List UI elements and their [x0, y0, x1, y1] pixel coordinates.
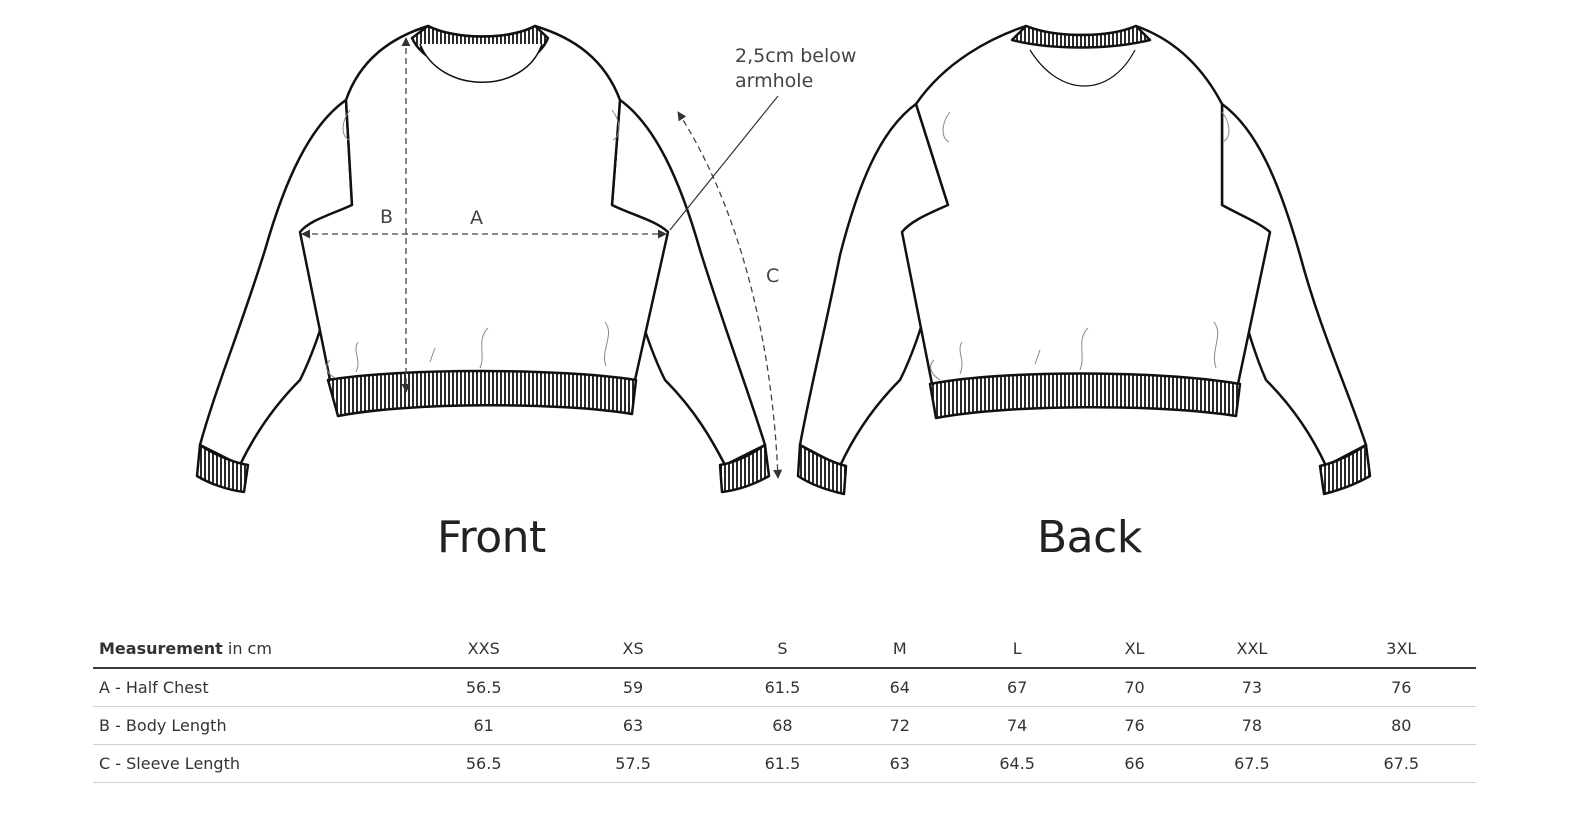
front-view-label: Front	[437, 512, 546, 563]
table-cell: 70	[1091, 668, 1178, 707]
armhole-annotation: 2,5cm below armhole	[735, 44, 885, 94]
size-header-s: S	[707, 629, 858, 669]
table-cell: 67	[942, 668, 1092, 707]
row-label: C - Sleeve Length	[93, 744, 409, 783]
annotation-line-2: armhole	[735, 70, 814, 92]
measurement-header: Measurement in cm	[93, 629, 409, 669]
table-cell: 63	[857, 744, 943, 783]
back-sweatshirt-drawing	[796, 24, 1372, 496]
table-row: A - Half Chest 56.5 59 61.5 64 67 70 73 …	[93, 668, 1476, 707]
table-cell: 73	[1177, 668, 1327, 707]
table-cell: 68	[707, 706, 858, 745]
table-cell: 56.5	[409, 668, 559, 707]
table-cell: 66	[1091, 744, 1178, 783]
back-view-label: Back	[1037, 512, 1142, 563]
measurement-header-bold: Measurement	[99, 638, 223, 658]
table-cell: 67.5	[1326, 744, 1476, 783]
back-hem-rib	[928, 372, 1242, 420]
back-right-cuff	[1318, 443, 1372, 496]
table-cell: 76	[1326, 668, 1476, 707]
size-header-xxl: XXL	[1177, 629, 1327, 669]
front-sweatshirt-drawing	[195, 24, 771, 494]
table-cell: 59	[558, 668, 708, 707]
size-header-xl: XL	[1091, 629, 1178, 669]
size-header-xs: XS	[558, 629, 708, 669]
measurement-header-unit: in cm	[222, 638, 272, 658]
table-cell: 56.5	[409, 744, 559, 783]
size-header-3xl: 3XL	[1326, 629, 1476, 669]
table-header-row: Measurement in cm XXS XS S M L XL XXL 3X…	[93, 629, 1476, 669]
front-hem-rib	[326, 369, 638, 418]
annotation-line-1: 2,5cm below	[735, 45, 857, 67]
front-left-cuff	[195, 443, 250, 494]
table-cell: 57.5	[558, 744, 708, 783]
measure-c-line	[677, 111, 783, 479]
garment-drawings	[195, 24, 1372, 496]
table-cell: 76	[1091, 706, 1178, 745]
table-cell: 61	[409, 706, 559, 745]
measurement-guides	[301, 37, 783, 479]
dimension-label-b: B	[380, 206, 394, 228]
table-cell: 64	[857, 668, 943, 707]
table-cell: 61.5	[707, 668, 858, 707]
table-cell: 63	[558, 706, 708, 745]
size-header-m: M	[857, 629, 943, 669]
table-row: C - Sleeve Length 56.5 57.5 61.5 63 64.5…	[93, 744, 1476, 783]
table-cell: 61.5	[707, 744, 858, 783]
annotation-leader-line	[669, 95, 779, 231]
size-header-l: L	[942, 629, 1092, 669]
dimension-label-a: A	[470, 207, 483, 229]
dimension-label-c: C	[766, 265, 780, 287]
table-cell: 67.5	[1177, 744, 1327, 783]
table-cell: 72	[857, 706, 943, 745]
table-cell: 74	[942, 706, 1092, 745]
table-cell: 64.5	[942, 744, 1092, 783]
size-header-xxs: XXS	[409, 629, 559, 669]
table-cell: 78	[1177, 706, 1327, 745]
table-cell: 80	[1326, 706, 1476, 745]
table-row: B - Body Length 61 63 68 72 74 76 78 80	[93, 706, 1476, 745]
back-neck-rib	[1010, 24, 1152, 49]
back-left-cuff	[796, 443, 848, 496]
row-label: B - Body Length	[93, 706, 409, 745]
size-chart-table: Measurement in cm XXS XS S M L XL XXL 3X…	[93, 629, 1476, 783]
row-label: A - Half Chest	[93, 668, 409, 707]
